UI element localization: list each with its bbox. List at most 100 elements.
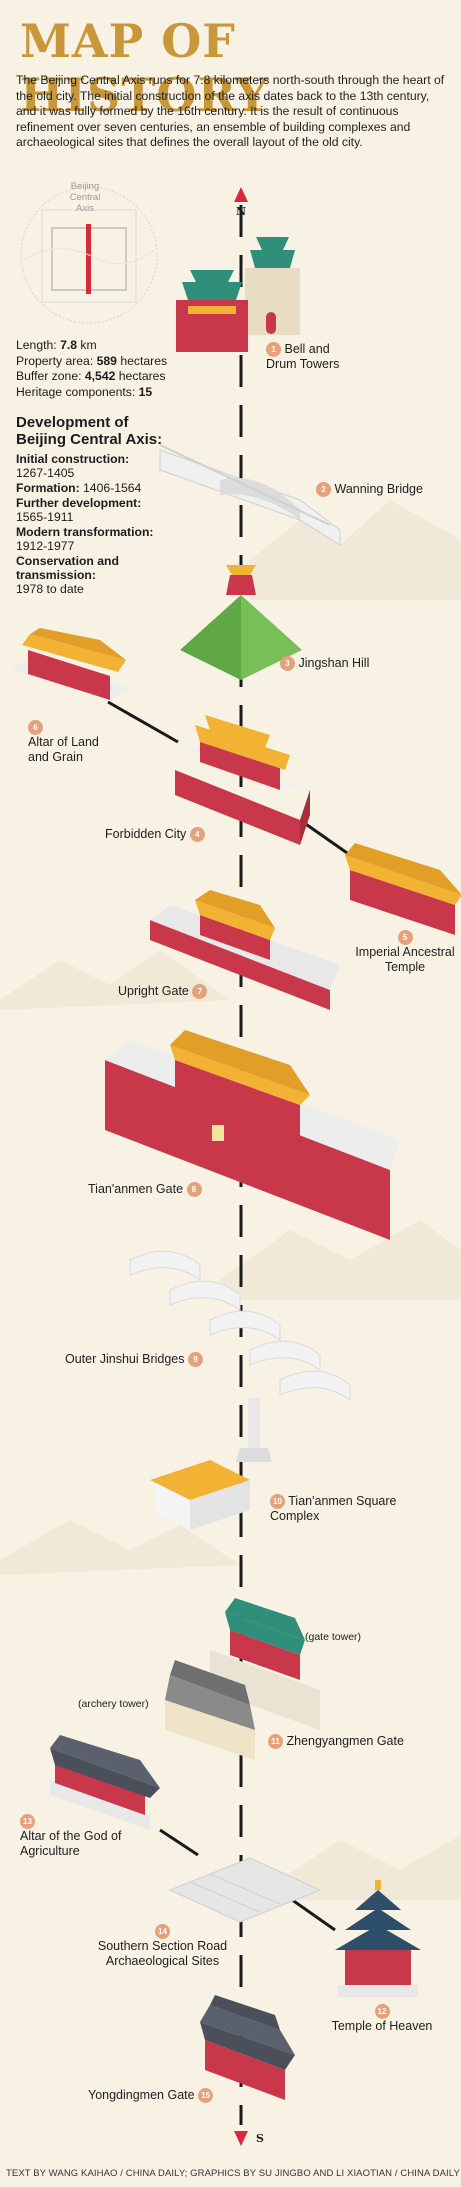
dev-modern-value: 1912-1977 bbox=[16, 539, 75, 553]
stat-buffer-value: 4,542 bbox=[84, 369, 116, 383]
beijing-map bbox=[20, 186, 158, 324]
site-label-3: 3 Jingshan Hill bbox=[280, 656, 370, 672]
site-label-12: 12 Temple of Heaven bbox=[322, 2004, 442, 2034]
site-name: Zhengyangmen Gate bbox=[286, 1734, 404, 1748]
site-number-badge: 6 bbox=[28, 720, 43, 736]
stat-property-value: 589 bbox=[96, 353, 117, 368]
dev-conservation-value: 1978 to date bbox=[16, 582, 84, 596]
site-name: Temple of Heaven bbox=[331, 2019, 433, 2034]
site-number-badge: 15 bbox=[198, 2088, 214, 2104]
dev-formation-label: Formation: bbox=[16, 481, 80, 495]
stat-buffer-label: Buffer zone: bbox=[16, 369, 82, 383]
site-label-9: Outer Jinshui Bridges 9 bbox=[65, 1352, 203, 1368]
site-number-badge: 14 bbox=[155, 1924, 170, 1940]
upright-gate-illustration bbox=[150, 890, 340, 1010]
site-number-badge: 10 bbox=[270, 1494, 285, 1510]
connector-agriculture bbox=[159, 1828, 199, 1857]
site-name: Altar of the God of Agriculture bbox=[20, 1829, 122, 1859]
stat-length: Length: 7.8 km bbox=[16, 338, 167, 354]
site-number-badge: 13 bbox=[20, 1814, 35, 1830]
site-number-badge: 4 bbox=[189, 827, 205, 843]
southern-road-illustration bbox=[168, 1857, 322, 1923]
page-title: MAP OF HISTORY bbox=[20, 14, 270, 122]
stats-block: Length: 7.8 km Property area: 589 hectar… bbox=[16, 338, 167, 400]
site-name: Tian'anmen Square Complex bbox=[270, 1494, 397, 1524]
site-number-badge: 3 bbox=[280, 656, 295, 672]
site-number-badge: 8 bbox=[186, 1182, 202, 1198]
stat-heritage-label: Heritage components: bbox=[16, 384, 136, 399]
site-label-13: 13 Altar of the God of Agriculture bbox=[20, 1814, 160, 1859]
dev-conservation: Conservation and transmission:1978 to da… bbox=[16, 554, 166, 596]
site-name: Forbidden City bbox=[105, 827, 187, 841]
background-mountains bbox=[0, 500, 461, 1900]
development-title: Development of Beijing Central Axis: bbox=[16, 414, 163, 448]
site-label-15: Yongdingmen Gate 15 bbox=[88, 2088, 214, 2104]
south-arrow-icon bbox=[234, 2131, 248, 2146]
ancestral-temple-illustration bbox=[345, 843, 461, 935]
site-name: Outer Jinshui Bridges bbox=[65, 1352, 185, 1366]
site-number-badge: 9 bbox=[188, 1352, 203, 1368]
site-number-badge: 1 bbox=[266, 342, 281, 358]
credit-line: TEXT BY WANG KAIHAO / CHINA DAILY; GRAPH… bbox=[6, 2168, 460, 2179]
connector-altar-land bbox=[107, 700, 179, 744]
stat-heritage: Heritage components: 15 bbox=[16, 385, 167, 401]
site-name: Tian'anmen Gate bbox=[88, 1182, 184, 1196]
site-name: Yongdingmen Gate bbox=[88, 2088, 195, 2102]
wanning-bridge-illustration bbox=[159, 444, 341, 546]
site-label-11: 11 Zhengyangmen Gate bbox=[268, 1734, 404, 1750]
stat-property-label: Property area: bbox=[16, 353, 94, 368]
zhengyangmen-gate-illustration bbox=[165, 1598, 320, 1760]
site-name: Upright Gate bbox=[118, 984, 189, 998]
dev-formation: Formation: 1406-1564 bbox=[16, 481, 166, 495]
site-number-badge: 12 bbox=[374, 2004, 390, 2020]
site-label-10: 10 Tian'anmen Square Complex bbox=[270, 1494, 410, 1524]
site-name: Southern Section Road Archaeological Sit… bbox=[97, 1939, 228, 1969]
dev-further: Further development:1565-1911 bbox=[16, 496, 166, 524]
compass-south: S bbox=[256, 2132, 264, 2145]
tiananmen-gate-illustration bbox=[105, 1030, 400, 1240]
site-label-6: 6 Altar of Land and Grain bbox=[28, 720, 118, 765]
stat-buffer: Buffer zone: 4,542 hectares bbox=[16, 369, 167, 385]
stat-buffer-unit: hectares bbox=[118, 369, 166, 383]
site-name: Imperial Ancestral Temple bbox=[355, 945, 455, 975]
yongdingmen-gate-illustration bbox=[200, 1995, 295, 2100]
site-label-5: 5 Imperial Ancestral Temple bbox=[350, 930, 460, 975]
altar-land-grain-illustration bbox=[10, 628, 130, 700]
tiananmen-square-illustration bbox=[150, 1398, 272, 1530]
bell-drum-towers-illustration bbox=[176, 237, 300, 352]
dev-further-value: 1565-1911 bbox=[16, 510, 74, 524]
dev-initial: Initial construction:1267-1405 bbox=[16, 452, 166, 480]
dev-further-label: Further development: bbox=[16, 496, 142, 510]
dev-modern-label: Modern transformation: bbox=[16, 525, 154, 539]
intro-text: The Beijing Central Axis runs for 7.8 ki… bbox=[16, 73, 445, 149]
site-name: Bell and Drum Towers bbox=[266, 342, 340, 372]
site-label-1: 1 Bell and Drum Towers bbox=[266, 342, 356, 372]
dev-initial-value: 1267-1405 bbox=[16, 466, 75, 480]
site-number-badge: 2 bbox=[316, 482, 331, 498]
north-arrow-icon bbox=[234, 187, 248, 202]
archery-tower-annotation: (archery tower) bbox=[78, 1698, 149, 1710]
jingshan-hill-illustration bbox=[180, 565, 302, 680]
site-name: Wanning Bridge bbox=[334, 482, 423, 496]
site-label-8: Tian'anmen Gate 8 bbox=[88, 1182, 202, 1198]
stat-length-label: Length: bbox=[16, 338, 57, 352]
site-label-2: 2 Wanning Bridge bbox=[316, 482, 423, 498]
site-number-badge: 11 bbox=[268, 1734, 283, 1750]
site-name: Altar of Land and Grain bbox=[28, 735, 99, 765]
site-number-badge: 5 bbox=[397, 930, 413, 946]
stat-length-unit: km bbox=[80, 338, 97, 352]
stat-heritage-value: 15 bbox=[138, 384, 153, 399]
connector-ancestral-temple bbox=[299, 818, 351, 857]
compass-north: N bbox=[236, 205, 247, 218]
site-label-7: Upright Gate 7 bbox=[118, 984, 208, 1000]
temple-heaven-illustration bbox=[335, 1880, 421, 1997]
stat-property: Property area: 589 hectares bbox=[16, 354, 167, 370]
dev-formation-value: 1406-1564 bbox=[83, 481, 142, 495]
agriculture-altar-illustration bbox=[50, 1735, 160, 1830]
development-block: Development of Beijing Central Axis: Ini… bbox=[16, 414, 166, 597]
dev-initial-label: Initial construction: bbox=[16, 452, 130, 466]
site-name: Jingshan Hill bbox=[298, 656, 370, 670]
dev-conservation-label: Conservation and transmission: bbox=[16, 554, 119, 582]
